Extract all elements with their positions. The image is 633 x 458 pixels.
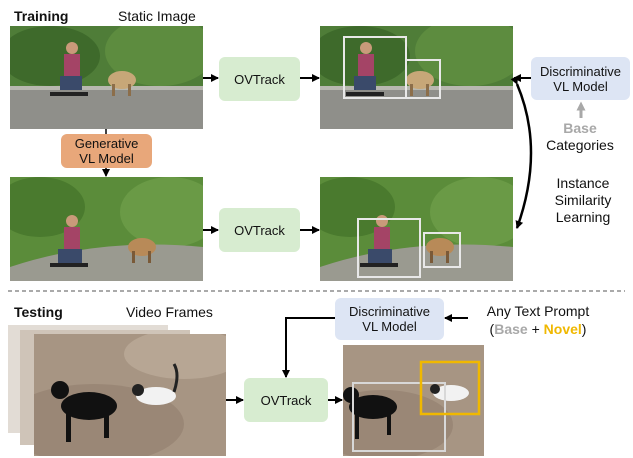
instance-similarity-learning-label: Instance Similarity Learning: [540, 175, 626, 226]
ovtrack-label: OVTrack: [234, 71, 285, 87]
training-static-image-1: [10, 26, 203, 129]
discriminative-vl-model-box-test: Discriminative VL Model: [335, 298, 444, 340]
testing-result-frame: [343, 345, 484, 456]
training-generated-image: [10, 177, 203, 281]
ovtrack-label: OVTrack: [260, 392, 312, 408]
ovtrack-label: OVTrack: [234, 222, 285, 238]
testing-title: Testing: [14, 304, 63, 320]
categories-label: Categories: [546, 137, 614, 153]
base-label: Base: [563, 120, 597, 136]
prompt-line1: Any Text Prompt: [486, 303, 590, 319]
isl-line1: Instance: [556, 175, 610, 191]
isl-line2: Similarity: [554, 192, 612, 208]
generative-line1: Generative: [74, 136, 139, 151]
testing-subtitle: Video Frames: [126, 304, 213, 320]
text-prompt-label: Any Text Prompt (Base + Novel): [468, 302, 608, 338]
ovtrack-box-train-top: OVTrack: [219, 57, 300, 101]
prompt-line2: (Base + Novel): [468, 320, 608, 338]
generative-line2: VL Model: [79, 151, 134, 166]
discriminative-vl-model-box-train: Discriminative VL Model: [531, 57, 630, 100]
ovtrack-box-test: OVTrack: [244, 378, 328, 422]
discriminative-line1: Discriminative: [540, 63, 621, 79]
training-title: Training: [14, 8, 69, 24]
prompt-plus: +: [527, 321, 544, 337]
training-generated-image-detections: [320, 177, 513, 281]
paren-open: (: [489, 321, 495, 337]
arrow-discriminative-to-ovtrack: [282, 317, 335, 378]
generative-vl-model-box: Generative VL Model: [61, 134, 152, 168]
base-categories-label: Base Categories: [540, 120, 620, 154]
isl-line3: Learning: [555, 209, 611, 225]
prompt-novel: Novel: [543, 321, 582, 337]
prompt-base: Base: [494, 321, 528, 337]
paren-close: ): [581, 321, 587, 337]
discriminative-line2: VL Model: [362, 319, 417, 334]
discriminative-line2: VL Model: [553, 78, 608, 94]
ovtrack-box-train-bottom: OVTrack: [219, 208, 300, 252]
testing-frame-front: [34, 334, 226, 456]
training-static-image-1-detections: [320, 26, 513, 129]
training-subtitle: Static Image: [118, 8, 196, 24]
arrow-instance-similarity-curve: [510, 75, 533, 229]
discriminative-line1: Discriminative: [349, 304, 430, 319]
